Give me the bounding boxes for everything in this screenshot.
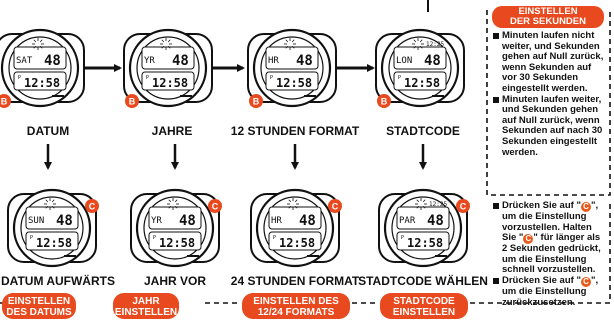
- label-stadtcode: STADTCODE: [386, 124, 460, 138]
- svg-text:EINSTELLEN: EINSTELLEN: [393, 307, 455, 318]
- lcd-time-text: 12:58: [159, 236, 195, 250]
- lcd-value-text: 48: [172, 53, 189, 69]
- seconds-title-line2: DER SEKUNDEN: [492, 17, 604, 27]
- lcd-time-text: 12:58: [279, 236, 315, 250]
- c-note-bullet-1: Drücken Sie auf "", um die Einstellung v…: [493, 201, 606, 276]
- lcd-mode-text: SUN: [28, 216, 44, 226]
- pill-format: EINSTELLEN DES 12/24 FORMATS: [242, 293, 350, 319]
- c-button-note: Drücken Sie auf "", um die Einstellung v…: [493, 201, 606, 308]
- lcd-mode-text: YR: [151, 216, 162, 226]
- label-jahr-vor: JAHR VOR: [144, 274, 206, 288]
- pill-datum: EINSTELLEN DES DATUMS: [2, 293, 76, 319]
- button-letter: B: [381, 97, 388, 107]
- lcd-time-text: 12:58: [276, 76, 312, 90]
- seconds-title-pill: EINSTELLEN DER SEKUNDEN: [492, 6, 604, 28]
- svg-text:EINSTELLEN: EINSTELLEN: [8, 296, 70, 307]
- svg-text:EINSTELLEN: EINSTELLEN: [115, 307, 177, 318]
- bullet-square-icon: [493, 33, 499, 39]
- lcd-time-text: 12:58: [36, 236, 72, 250]
- svg-text:12/24 FORMATS: 12/24 FORMATS: [258, 307, 335, 318]
- button-letter: C: [89, 202, 96, 212]
- pm-marker: P: [401, 235, 404, 241]
- lcd-time-text: 12:58: [24, 76, 60, 90]
- lcd-sub-time: 12:25: [426, 41, 444, 48]
- bullet-square-icon: [493, 97, 499, 103]
- seconds-bullet-1: Minuten laufen nicht weiter, und Sekunde…: [493, 31, 605, 95]
- lcd-mode-text: PAR: [399, 216, 416, 226]
- lcd-value-text: 48: [44, 53, 61, 69]
- svg-text:JAHR: JAHR: [132, 296, 160, 307]
- pill-stadtcode: STADTCODE EINSTELLEN: [380, 293, 468, 319]
- lcd-time-text: 12:58: [404, 76, 440, 90]
- lcd-value-text: 48: [299, 213, 316, 229]
- label-datum-aufwaerts: DATUM AUFWÄRTS: [1, 273, 115, 288]
- svg-text:EINSTELLEN DES: EINSTELLEN DES: [253, 296, 339, 307]
- label-jahre: JAHRE: [152, 124, 193, 138]
- lcd-value-text: 48: [427, 213, 444, 229]
- pm-marker: P: [273, 235, 276, 241]
- lcd-mode-text: SAT: [16, 56, 33, 66]
- seconds-bullet-2: Minuten laufen weiter, und Sekunden gehe…: [493, 95, 605, 159]
- lcd-value-text: 48: [296, 53, 313, 69]
- watch-bottom-0: SUN 48P12:58 C: [8, 190, 99, 266]
- label-datum: DATUM: [27, 124, 69, 138]
- lcd-mode-text: HR: [271, 216, 282, 226]
- button-letter: C: [460, 202, 467, 212]
- button-letter: B: [129, 97, 136, 107]
- bullet-square-icon: [493, 203, 499, 209]
- pm-marker: P: [270, 75, 273, 81]
- lcd-mode-text: HR: [268, 56, 279, 66]
- lcd-value-text: 48: [56, 213, 73, 229]
- bullet-square-icon: [493, 278, 499, 284]
- lcd-value-text: 48: [179, 213, 196, 229]
- button-letter: C: [332, 202, 339, 212]
- flow-arrows-vertical: [48, 0, 428, 168]
- lcd-time-text: 12:58: [152, 76, 188, 90]
- label-stadtcode-waehlen: STADTCODE WÄHLEN: [358, 273, 488, 288]
- pm-marker: P: [146, 75, 149, 81]
- seconds-note: Minuten laufen nicht weiter, und Sekunde…: [493, 31, 605, 158]
- pm-marker: P: [18, 75, 21, 81]
- label-24-stunden: 24 STUNDEN FORMAT: [231, 274, 360, 288]
- pm-marker: P: [153, 235, 156, 241]
- svg-text:STADTCODE: STADTCODE: [393, 296, 455, 307]
- c-note-bullet-2: Drücken Sie auf "", um die Einstellung z…: [493, 276, 606, 308]
- button-letter: B: [1, 97, 8, 107]
- labels-bottom: DATUM AUFWÄRTS JAHR VOR 24 STUNDEN FORMA…: [1, 273, 488, 288]
- lcd-sub-time: 12:25: [429, 201, 447, 208]
- lcd-mode-text: LON: [396, 56, 412, 66]
- section-pills: EINSTELLEN DES DATUMS JAHR EINSTELLEN EI…: [2, 293, 468, 319]
- label-12-stunden: 12 STUNDEN FORMAT: [231, 124, 360, 138]
- button-letter: C: [212, 202, 219, 212]
- button-letter: B: [253, 97, 260, 107]
- lcd-mode-text: YR: [144, 56, 155, 66]
- lcd-time-text: 12:58: [407, 236, 443, 250]
- pm-marker: P: [398, 75, 401, 81]
- svg-text:DES DATUMS: DES DATUMS: [6, 307, 72, 318]
- lcd-value-text: 48: [424, 53, 441, 69]
- pill-jahr: JAHR EINSTELLEN: [113, 293, 179, 319]
- pm-marker: P: [30, 235, 33, 241]
- labels-top: DATUM JAHRE 12 STUNDEN FORMAT STADTCODE: [27, 124, 460, 138]
